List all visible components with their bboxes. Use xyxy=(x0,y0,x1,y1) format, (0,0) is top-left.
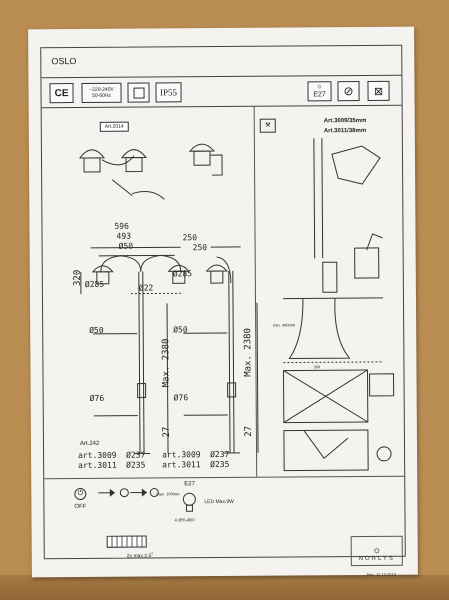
art-label-bottom: Art.242 xyxy=(79,440,100,448)
horizontal-divider xyxy=(44,475,405,480)
dim-max-2380-a: Max. 2380 xyxy=(161,338,172,388)
code-3-art: art.3009 xyxy=(162,450,201,460)
art-3009-label: Art.3009/35mm xyxy=(323,117,367,125)
terminal-block xyxy=(106,535,147,548)
sun-logo-icon: ☼ xyxy=(372,544,382,556)
ce-mark-icon: CE xyxy=(49,83,74,104)
code-1-art: art.3009 xyxy=(78,450,117,461)
dim-max-2380-b: Max. 2380 xyxy=(243,328,254,377)
dim-596: 596 xyxy=(114,221,129,231)
art-3011-label: Art.3011/38mm xyxy=(323,127,367,135)
lamp-posts-drawing xyxy=(80,246,259,455)
bulb-icon xyxy=(182,492,196,512)
pole-top-detail xyxy=(331,145,381,185)
no-bulb-icon: ⊘ xyxy=(337,81,360,102)
tools-icon: ⚒ xyxy=(259,118,276,133)
code-1-dia: Ø237 xyxy=(126,450,146,460)
code-4-dia: Ø235 xyxy=(210,459,230,470)
lamp-shade-1 xyxy=(78,149,105,159)
page-title: OSLO xyxy=(51,56,77,67)
crossed-bin-icon: ⊠ xyxy=(367,80,390,101)
brand-logo: ☼ NORLYS xyxy=(350,535,403,567)
dim-50-mid-b: Ø50 xyxy=(173,325,188,335)
off-label: OFF xyxy=(74,503,87,511)
revision-label: Rev. 12.12.2019 xyxy=(366,571,396,578)
dim-50-mid-a: Ø50 xyxy=(89,325,104,335)
cable-entry-detail xyxy=(283,429,369,472)
dim-285-b: Ø285 xyxy=(172,269,193,279)
certification-symbols-row: CE ~220-240V 50-60Hz IP55 ☼ E27 ⊘ ⊠ xyxy=(41,75,402,109)
brand-name: NORLYS xyxy=(358,555,395,563)
instruction-sheet: OSLO CE ~220-240V 50-60Hz IP55 ☼ E27 ⊘ ⊠ xyxy=(28,26,418,578)
depth-label: min. 400mm xyxy=(273,322,296,328)
max-height-label: max. 100mm xyxy=(156,491,180,497)
code-2-dia: Ø235 xyxy=(126,460,146,470)
title-row: OSLO xyxy=(41,45,402,79)
concrete-base-detail xyxy=(282,369,369,424)
class-ii-icon xyxy=(127,82,150,103)
lamp-heads-illustration xyxy=(78,143,223,200)
code-4-art: art.3011 xyxy=(162,460,201,470)
power-switch-icon: ⏻ xyxy=(74,487,87,501)
drawing-frame: OSLO CE ~220-240V 50-60Hz IP55 ☼ E27 ⊘ ⊠ xyxy=(40,44,406,577)
vertical-divider xyxy=(253,106,258,477)
lamp-shade-2 xyxy=(120,149,147,159)
code-2-art: art.3011 xyxy=(78,460,117,471)
dim-22: Ø22 xyxy=(138,283,154,293)
foundation-anchor xyxy=(288,298,351,360)
bulb-socket-label: E27 xyxy=(184,481,195,488)
dim-76-a: Ø76 xyxy=(89,393,105,403)
led-label: LED Max.9W xyxy=(204,498,234,506)
check-icon xyxy=(376,446,392,462)
wire-spec-label: 2x max.2.52 xyxy=(126,551,153,560)
installation-drawing xyxy=(282,138,395,472)
voltage-line2: 50-60Hz xyxy=(92,92,112,99)
art-label-top: Art.2014 xyxy=(99,121,129,132)
voltage-box: ~220-240V 50-60Hz xyxy=(81,82,122,103)
lamp-shade-3 xyxy=(188,143,216,152)
socket-type: E27 xyxy=(313,91,326,99)
code-3-dia: Ø237 xyxy=(210,449,230,460)
dim-320: 320 xyxy=(72,269,83,287)
ip-rating: IP55 xyxy=(155,82,182,103)
lamp-glass-3 xyxy=(193,150,211,166)
junction-box xyxy=(354,247,380,279)
table-surface xyxy=(0,575,449,600)
socket-box: ☼ E27 xyxy=(307,81,332,102)
dim-285-a: Ø285 xyxy=(84,279,105,289)
lamp-glass-1 xyxy=(83,157,101,173)
dim-27-a: 27 xyxy=(161,426,172,438)
bulb-diameter-label: A Ø55-Ø60 xyxy=(174,517,195,523)
base-width-label: 300 xyxy=(313,364,321,370)
dim-250-a: 250 xyxy=(182,233,198,243)
dim-76-b: Ø76 xyxy=(173,393,189,403)
bulb-replace-sequence xyxy=(98,487,159,498)
dim-493: 493 xyxy=(116,231,132,241)
lamp-icon: ☼ xyxy=(316,83,323,91)
lamp-glass-2 xyxy=(125,157,143,173)
dim-27-b: 27 xyxy=(243,425,254,437)
